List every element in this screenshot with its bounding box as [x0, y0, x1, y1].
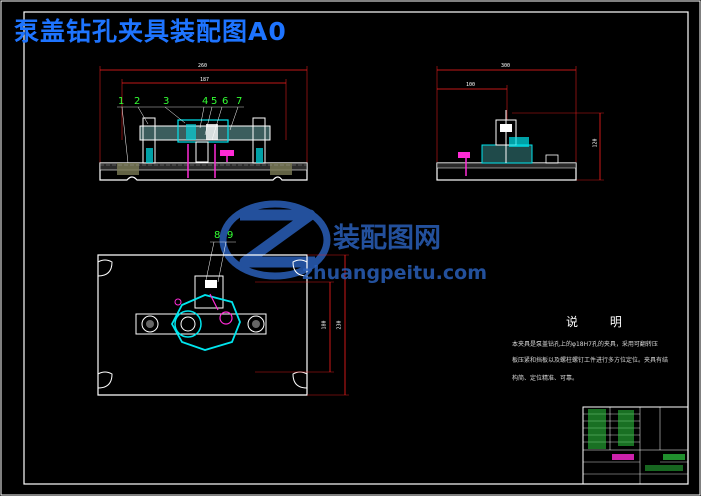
balloon-8: 8: [214, 230, 221, 241]
watermark-name: 装配图网: [333, 223, 441, 254]
front-view: [99, 66, 308, 181]
balloon-1: 1: [118, 96, 125, 107]
top-view: [97, 241, 349, 396]
balloon-2: 2: [134, 96, 141, 107]
notes-line-3: 构简、定位精准、可靠。: [512, 375, 579, 382]
watermark-url: zhuangpeitu.com: [302, 262, 487, 284]
watermark-logo-icon: [219, 200, 331, 280]
side-view: [436, 66, 604, 181]
balloon-4: 4: [202, 96, 209, 107]
front-dim-inner: 187: [200, 77, 210, 83]
side-dim-height: 120: [592, 138, 599, 148]
top-dim-outer: 230: [336, 320, 343, 330]
notes-line-1: 本夹具是泵盖钻孔上的φ18H7孔的夹具，采用可翻转压: [512, 341, 658, 348]
balloon-6: 6: [222, 96, 229, 107]
balloon-5: 5: [211, 96, 218, 107]
balloon-3: 3: [163, 96, 170, 107]
side-dim-partial: 100: [466, 82, 476, 88]
drawing-frame: [23, 11, 689, 485]
side-dim-overall: 300: [501, 63, 511, 69]
notes-heading: 说 明: [566, 315, 636, 329]
drawing-title: 泵盖钻孔夹具装配图A0: [14, 17, 287, 46]
top-dim-inner: 180: [321, 320, 328, 330]
balloon-7: 7: [236, 96, 243, 107]
title-block: [582, 406, 689, 485]
notes-line-2: 板压紧和挡板以及螺柱螺钉工件进行多方位定位。夹具有结: [512, 357, 669, 364]
balloon-9: 9: [227, 230, 234, 241]
front-dim-overall: 260: [198, 63, 208, 69]
